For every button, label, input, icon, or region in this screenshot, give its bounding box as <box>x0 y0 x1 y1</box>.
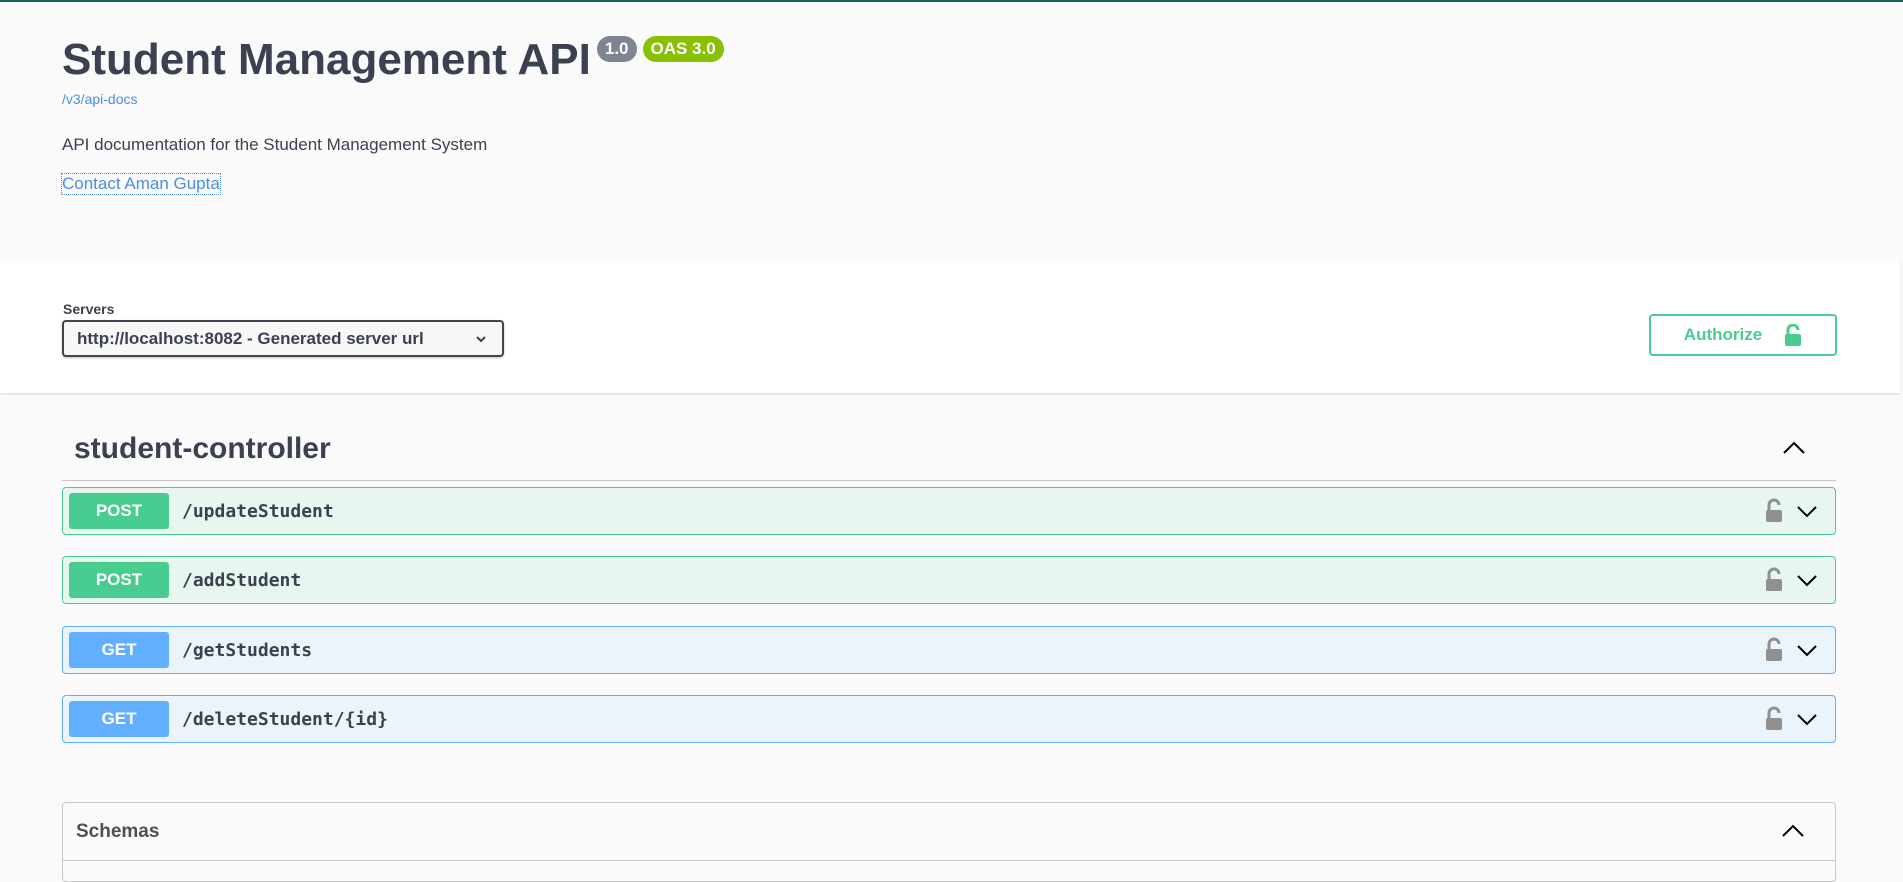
method-badge: GET <box>69 632 169 668</box>
operation-path: /updateStudent <box>182 500 334 522</box>
method-badge: GET <box>69 701 169 737</box>
oas-badge: OAS 3.0 <box>642 36 724 62</box>
chevron-down-icon <box>476 335 486 342</box>
operation-path: /addStudent <box>182 569 302 591</box>
schemas-title: Schemas <box>76 820 160 842</box>
operation-path: /getStudents <box>182 639 313 661</box>
unlock-icon <box>1785 324 1802 346</box>
servers-selected-value: http://localhost:8082 - Generated server… <box>77 328 424 348</box>
servers-label: Servers <box>63 301 115 317</box>
api-info: Student Management API 1.0 OAS 3.0 <box>62 30 724 90</box>
chevron-down-icon[interactable] <box>1795 499 1819 523</box>
operation-path: /deleteStudent/{id} <box>182 708 388 730</box>
unlock-icon[interactable] <box>1763 706 1785 732</box>
chevron-down-icon[interactable] <box>1795 638 1819 662</box>
unlock-icon[interactable] <box>1763 567 1785 593</box>
operation-delete-student[interactable]: GET /deleteStudent/{id} <box>62 695 1836 743</box>
controller-title: student-controller <box>74 432 331 465</box>
operation-update-student[interactable]: POST /updateStudent <box>62 487 1836 535</box>
chevron-down-icon[interactable] <box>1795 707 1819 731</box>
method-badge: POST <box>69 493 169 529</box>
unlock-icon[interactable] <box>1763 637 1785 663</box>
spec-link[interactable]: /v3/api-docs <box>62 91 138 107</box>
operation-get-students[interactable]: GET /getStudents <box>62 626 1836 674</box>
contact-link[interactable]: Contact Aman Gupta <box>61 173 221 195</box>
servers-select[interactable]: http://localhost:8082 - Generated server… <box>62 320 504 357</box>
chevron-up-icon[interactable] <box>1780 435 1808 463</box>
operation-add-student[interactable]: POST /addStudent <box>62 556 1836 604</box>
chevron-up-icon[interactable] <box>1779 818 1807 846</box>
api-description: API documentation for the Student Manage… <box>62 135 488 154</box>
schemas-section: Schemas <box>62 802 1836 882</box>
authorize-label: Authorize <box>1683 325 1763 344</box>
api-title: Student Management API 1.0 OAS 3.0 <box>62 30 724 90</box>
unlock-icon[interactable] <box>1763 498 1785 524</box>
schemas-header[interactable]: Schemas <box>63 803 1835 861</box>
top-border <box>0 0 1903 2</box>
version-badge: 1.0 <box>596 36 637 62</box>
method-badge: POST <box>69 562 169 598</box>
chevron-down-icon[interactable] <box>1795 568 1819 592</box>
scheme-container: Servers http://localhost:8082 - Generate… <box>0 260 1900 393</box>
authorize-button[interactable]: Authorize <box>1649 314 1837 356</box>
controller-header[interactable]: student-controller <box>62 418 1836 481</box>
api-title-text: Student Management API <box>62 35 591 84</box>
